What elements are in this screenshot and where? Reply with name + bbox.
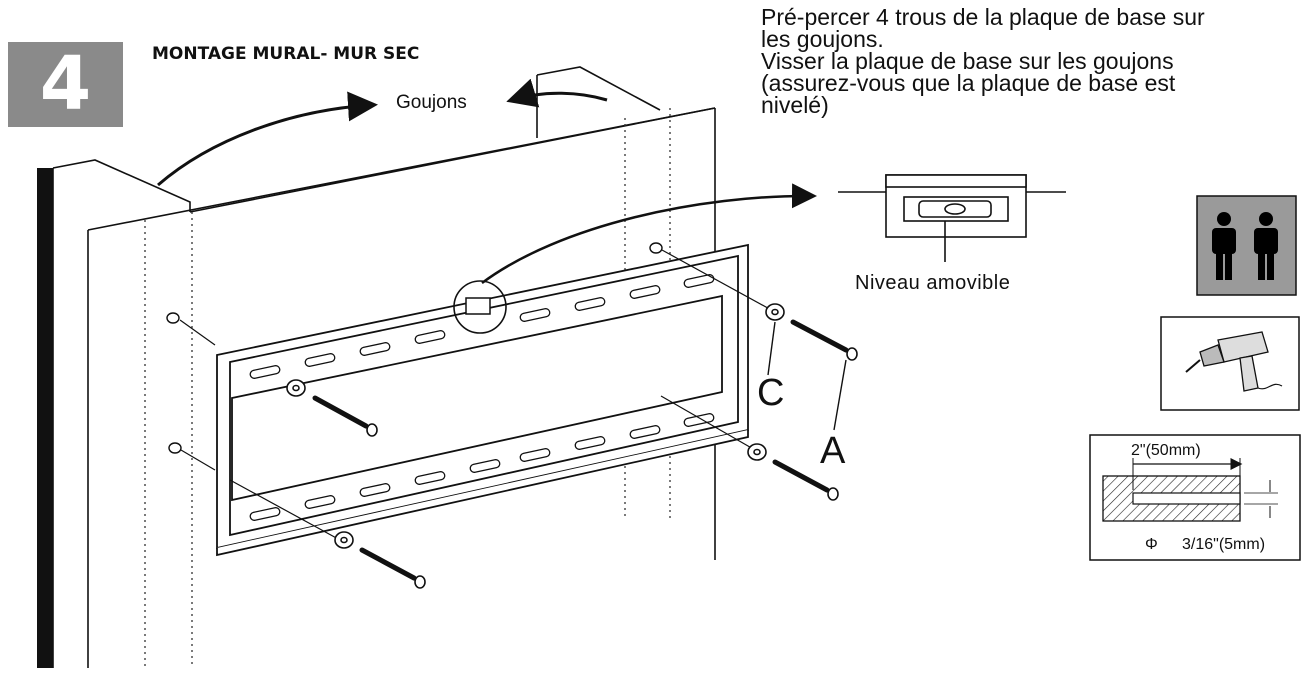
goujon-arrow-right: [506, 78, 608, 108]
lag-bolts: [312, 319, 849, 581]
goujon-arrow-left: [157, 91, 378, 187]
instruction-line: les goujons.: [761, 26, 884, 52]
goujons-label: Goujons: [396, 92, 467, 113]
bubble-level-icon: [838, 174, 1066, 262]
section-title: MONTAGE MURAL- MUR SEC: [152, 44, 420, 64]
c-leader: [767, 321, 776, 376]
two-person-icon: [1196, 195, 1297, 296]
instruction-line: Pré-percer 4 trous de la plaque de base …: [761, 4, 1205, 30]
step-number: 4: [39, 41, 92, 127]
part-a-label: A: [820, 430, 846, 472]
plate-slots: [249, 274, 715, 521]
hole-diameter-label: 3/16"(5mm): [1182, 536, 1266, 553]
level-label: Niveau amovible: [855, 272, 1011, 294]
a-leader: [833, 359, 847, 431]
wall-plate: [216, 243, 749, 557]
guide-lines: [179, 249, 776, 541]
washers: [286, 303, 785, 549]
instruction-line: (assurez-vous que la plaque de base est: [761, 70, 1176, 96]
drill-hole-depth-icon: [1089, 434, 1301, 561]
drill-icon: [1160, 316, 1300, 411]
instruction-line: Visser la plaque de base sur les goujons: [761, 48, 1174, 74]
instruction-line: nivelé): [761, 92, 829, 118]
level-callout-circle: [453, 280, 507, 334]
level-arrow: [481, 183, 817, 285]
lag-bolt-heads: [366, 347, 858, 589]
hole-diameter-symbol: Φ: [1145, 536, 1158, 553]
step-badge: 4: [8, 42, 123, 127]
instructions: Pré-percer 4 trous de la plaque de base …: [761, 4, 1301, 118]
drywall-panel: [37, 66, 716, 668]
hole-depth-label: 2"(50mm): [1131, 442, 1201, 459]
removable-level-small: [465, 297, 491, 315]
part-c-label: C: [757, 372, 785, 414]
